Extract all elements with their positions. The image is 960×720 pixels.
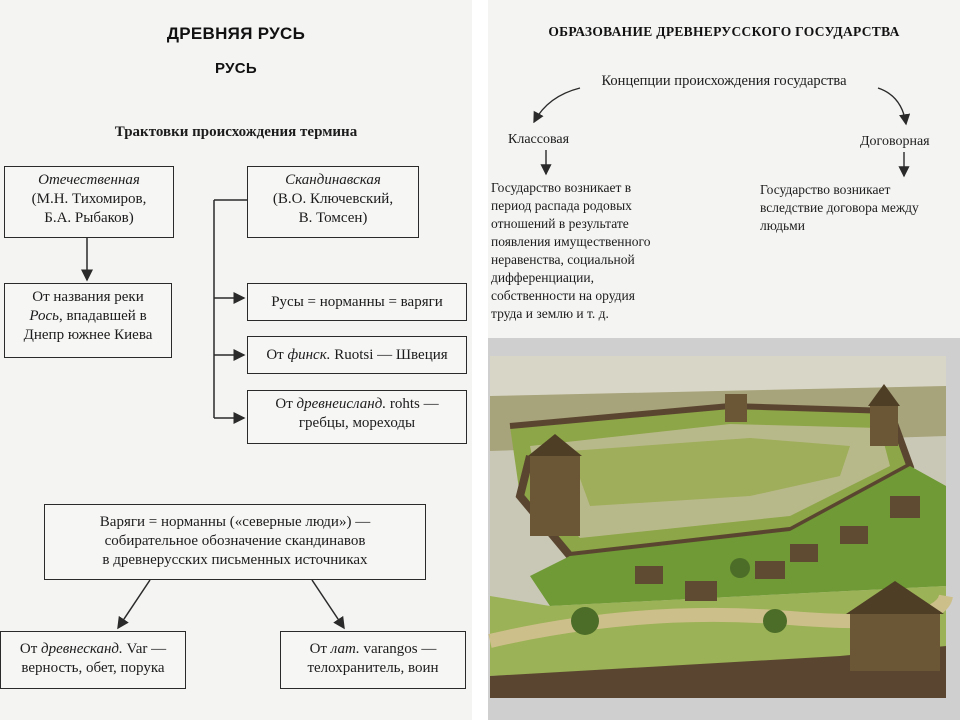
right-panel <box>488 0 960 338</box>
varyagi-line3: в древнерусских письменных источниках <box>102 552 368 568</box>
var-prefix: От <box>19 641 42 657</box>
var-lang: древнесканд. <box>41 641 123 657</box>
right-title: ОБРАЗОВАНИЕ ДРЕВНЕРУССКОГО ГОСУДАРСТВА <box>548 24 900 39</box>
otech-line2: (М.Н. Тихомиров, <box>31 191 147 207</box>
river-ros: Рось <box>29 308 59 324</box>
river-line2: , впадавшей в <box>58 308 147 324</box>
box-varangos: От лат. varangos — телохранитель, воин <box>280 631 466 689</box>
finn-prefix: От <box>266 347 288 363</box>
icel-word: rohts — <box>386 396 439 412</box>
dogovor-text: Государство возникает вследствие договор… <box>760 181 958 235</box>
dogovor-label: Договорная <box>860 134 930 149</box>
icel-prefix: От <box>275 396 297 412</box>
left-title: ДРЕВНЯЯ РУСЬ <box>166 24 306 43</box>
box-rusy: Русы = норманны = варяги <box>247 283 467 321</box>
box-finn: От финск. Ruotsi — Швеция <box>247 336 467 374</box>
box-var: От древнесканд. Var — верность, обет, по… <box>0 631 186 689</box>
otech-line1: Отечественная <box>38 172 140 188</box>
class-line: собственности на орудия <box>491 288 635 303</box>
left-connectors <box>81 199 345 630</box>
class-line: Государство возникает в <box>491 180 632 195</box>
dogovor-line: Государство возникает <box>760 182 891 197</box>
concepts-label: Концепции происхождения государства <box>601 73 847 89</box>
fortress-model-photo <box>488 338 960 720</box>
finn-lang: финск. <box>287 347 331 363</box>
left-subtitle: РУСЬ <box>215 60 257 77</box>
var-line2: верность, обет, порука <box>21 660 165 676</box>
varyagi-line2: собирательное обозначение скандинавов <box>104 533 366 549</box>
varangos-line2: телохранитель, воин <box>307 660 439 676</box>
class-label: Классовая <box>508 132 570 147</box>
class-line: появления имущественного <box>491 234 651 249</box>
class-line: неравенства, социальной <box>491 252 635 267</box>
box-varyagi: Варяги = норманны («северные люди») — со… <box>44 504 426 580</box>
skand-line3: В. Томсен) <box>298 210 368 226</box>
finn-word: Ruotsi — Швеция <box>330 347 448 363</box>
icel-line2: гребцы, мореходы <box>298 415 416 431</box>
varyagi-line1: Варяги = норманны («северные люди») — <box>99 514 371 530</box>
skand-line1: Скандинавская <box>285 172 381 188</box>
arrow-var <box>117 579 151 630</box>
varangos-prefix: От <box>309 641 331 657</box>
river-line1: От названия реки <box>32 289 144 305</box>
icel-lang: древнеисланд. <box>296 396 387 412</box>
otech-line3: Б.А. Рыбаков) <box>44 210 134 226</box>
class-line: дифференциации, <box>491 270 594 285</box>
box-skandinavskaya: Скандинавская (В.О. Ключевский, В. Томсе… <box>247 166 419 238</box>
dogovor-line: вследствие договора между <box>760 200 919 215</box>
right-connectors <box>533 87 911 178</box>
arrow-varangos <box>311 579 345 630</box>
box-river-ros: От названия реки Рось, впадавшей в Днепр… <box>4 283 172 358</box>
arrow-to-dogovor <box>877 87 911 126</box>
varangos-word: varangos — <box>359 641 437 657</box>
class-line: труда и землю и т. д. <box>491 306 609 321</box>
gutter <box>472 0 488 720</box>
class-text: Государство возникает в период распада р… <box>491 179 741 323</box>
section-title: Трактовки происхождения термина <box>114 124 358 140</box>
var-word: Var — <box>122 641 167 657</box>
varangos-lang: лат. <box>330 641 360 657</box>
arrow-to-class <box>533 87 581 124</box>
rusy-text: Русы = норманны = варяги <box>271 294 443 310</box>
class-line: отношений в результате <box>491 216 629 231</box>
river-line3: Днепр южнее Киева <box>23 327 153 343</box>
box-otechestvennaya: Отечественная (М.Н. Тихомиров, Б.А. Рыба… <box>4 166 174 238</box>
class-line: период распада родовых <box>491 198 632 213</box>
box-icel: От древнеисланд. rohts — гребцы, мореход… <box>247 390 467 444</box>
skand-line2: (В.О. Ключевский, <box>272 191 394 207</box>
dogovor-line: людьми <box>760 218 805 233</box>
